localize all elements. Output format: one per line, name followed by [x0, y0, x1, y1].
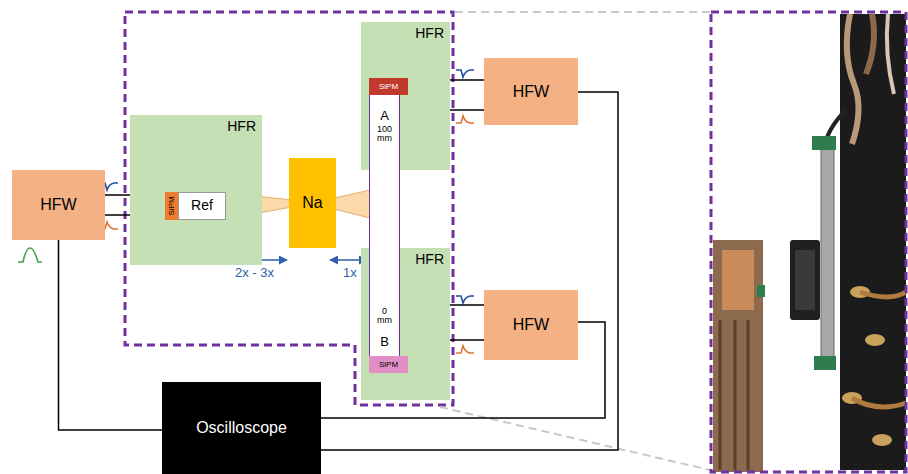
signal-cable	[450, 110, 484, 111]
bar-marking: B	[380, 335, 389, 349]
dimension-label: 1x	[341, 266, 359, 279]
source-box: Na	[289, 158, 336, 248]
signal-cable	[450, 340, 484, 341]
dimension-label: 2x - 3x	[233, 266, 276, 279]
box-label: Oscilloscope	[162, 419, 321, 437]
box-label: HFW	[484, 316, 578, 334]
box-label: HFR	[227, 119, 256, 134]
setup-photo	[711, 12, 906, 472]
box-label: HFR	[415, 26, 444, 41]
crystal-bar: A100 mm0 mmBSiPMSiPM	[369, 78, 400, 373]
enclosure-outline	[125, 12, 453, 405]
box-label: HFR	[415, 252, 444, 267]
box-label: HFW	[484, 83, 578, 101]
box-label: Na	[289, 194, 336, 212]
sipm-chip: SiPM	[369, 78, 408, 95]
reader-board: HFR SiPMRef	[130, 115, 262, 265]
bar-marking: A	[380, 109, 389, 123]
box-label: SiPM	[167, 196, 176, 215]
signal-cable	[105, 215, 130, 216]
signal-cable	[59, 240, 163, 430]
signal-cable	[450, 305, 484, 306]
box-label: SiPM	[369, 82, 408, 91]
box-label: Ref	[179, 198, 225, 213]
sipm-chip: SiPM	[165, 192, 178, 220]
signal-cable	[105, 195, 130, 196]
bar-marking: 100 mm	[377, 125, 392, 144]
signal-cable	[450, 80, 484, 81]
writer-box: HFW	[484, 58, 578, 125]
sipm-chip: SiPM	[369, 356, 408, 373]
oscilloscope-box: Oscilloscope	[162, 382, 321, 474]
writer-box: HFW	[484, 290, 578, 360]
box-label: SiPM	[369, 360, 408, 369]
bar-marking: 0 mm	[377, 307, 392, 326]
writer-box: HFW	[12, 170, 105, 240]
reference-crystal: Ref	[178, 192, 226, 220]
box-label: HFW	[12, 196, 105, 214]
